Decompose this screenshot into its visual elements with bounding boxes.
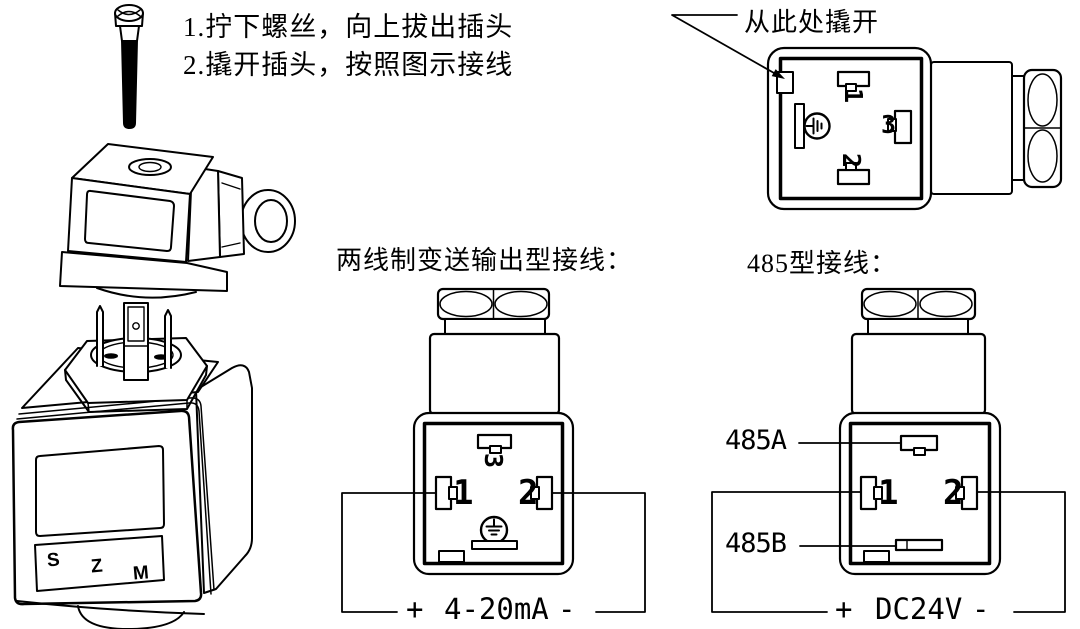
two-wire-pin2-label: 2 — [518, 473, 539, 513]
wire-dc24v-loop — [711, 491, 1066, 613]
rs485-connector-diagram — [711, 287, 1066, 613]
two-wire-pin3-label: 3 — [479, 452, 509, 469]
two-wire-connector-diagram — [341, 287, 646, 613]
button-s-label: S — [46, 549, 61, 572]
rs485-pin1-label: 1 — [878, 473, 899, 513]
hex-nut-icon — [860, 287, 977, 321]
instruction-step-1: 1.拧下螺丝，向上拔出插头 — [183, 12, 514, 42]
plug-face-pin3-label: 3 — [881, 110, 897, 139]
two-wire-minus-label: - — [558, 592, 576, 626]
pry-notch — [863, 550, 890, 563]
wire-4-20ma-loop — [341, 492, 646, 613]
cable-gland-icon — [1022, 68, 1063, 189]
ground-icon — [471, 515, 518, 550]
rs485-title: 485型接线： — [747, 249, 898, 278]
instruction-step-2: 2.撬开插头，按照图示接线 — [183, 50, 514, 80]
plug-face-pin1-label: 1 — [839, 87, 869, 104]
plug-illustration — [59, 143, 296, 299]
rs485-line-a-label: 485A — [725, 425, 787, 456]
ground-icon — [794, 103, 831, 149]
plug-face-diagram — [671, 14, 1063, 211]
hex-nut-icon — [436, 287, 551, 321]
rs485-line-b-label: 485B — [725, 528, 787, 559]
rs485-minus-label: - — [972, 592, 990, 626]
button-z-label: Z — [90, 555, 104, 578]
two-wire-signal-label: 4-20mA — [444, 592, 549, 626]
rs485-pin2-label: 2 — [943, 473, 964, 513]
rs485-plus-label: + — [835, 592, 853, 626]
pry-open-label: 从此处撬开 — [744, 8, 880, 37]
rs485-signal-label: DC24V — [875, 592, 963, 626]
transmitter-illustration — [11, 302, 253, 629]
pry-notch — [438, 550, 465, 563]
two-wire-title: 两线制变送输出型接线： — [336, 246, 634, 275]
two-wire-plus-label: + — [406, 592, 424, 626]
two-wire-pin1-label: 1 — [453, 473, 474, 513]
pry-arrow-icon — [671, 14, 785, 79]
plug-face-pin2-label: 2 — [837, 152, 867, 169]
button-m-label: M — [132, 562, 150, 585]
screw-icon — [114, 4, 144, 129]
